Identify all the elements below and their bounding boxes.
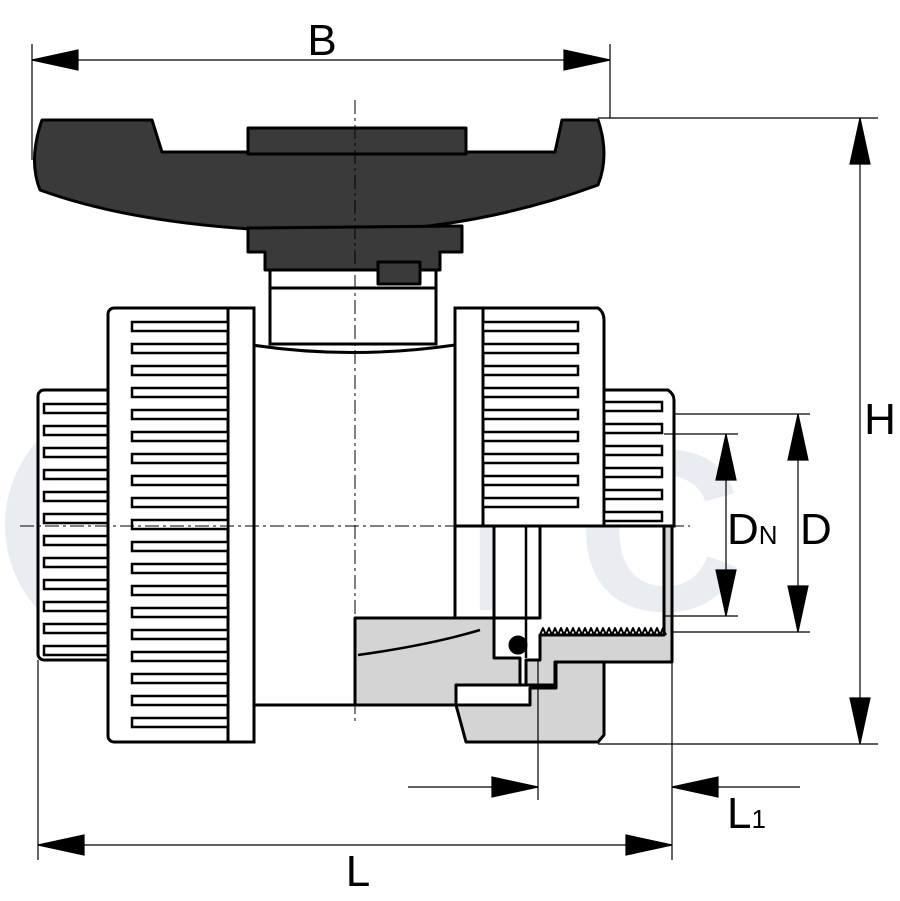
right-nut-rib-2 [481,364,580,377]
o-ring-icon [508,635,528,655]
label-dn-main: D [727,505,759,554]
right-nut-rib-3 [481,386,580,399]
left-nut-rib-2 [130,364,230,377]
left-nut-rib-17 [130,694,230,707]
left-nut-rib-8 [130,496,230,509]
left-nut-rib-13 [130,606,230,619]
label-dn: DN [727,505,778,554]
d-arrow-bottom-icon [787,585,809,633]
label-h: H [864,395,896,444]
dn-arrow-top-icon [715,433,737,481]
handle [32,118,606,292]
handle-hub [246,126,468,156]
left-union-nut [106,306,256,744]
extension-lines [31,44,878,860]
b-arrow-left-icon [31,49,79,71]
right-union-nut [453,306,606,528]
left-end-connector [36,388,116,662]
left-union-nut-collar [226,306,256,744]
h-arrow-top-icon [849,117,871,165]
dn-arrow-bottom-icon [715,569,737,617]
right-nut-rib-0 [481,320,580,333]
left-cap-rib-2 [42,446,110,459]
b-arrow-right-icon [563,49,611,71]
left-cap-rib-1 [42,424,110,437]
label-d: D [800,505,832,554]
left-nut-rib-12 [130,584,230,597]
right-cap-rib-1 [602,422,664,435]
stem-neck [268,286,438,346]
left-nut-rib-16 [130,672,230,685]
l-arrow-right-icon [625,834,673,856]
label-l1-main: L [727,789,751,838]
label-l1-sub: 1 [751,804,765,834]
left-cap-rib-8 [42,578,110,591]
left-nut-rib-1 [130,342,230,355]
left-nut-rib-14 [130,628,230,641]
right-end-cap-ribs [602,400,664,523]
left-nut-rib-4 [130,408,230,421]
label-l: L [346,847,370,896]
right-nut-rib-8 [481,496,580,509]
right-nut-rib-5 [481,430,580,443]
h-arrow-bottom-icon [849,697,871,745]
left-cap-rib-4 [42,490,110,503]
left-cap-rib-11 [42,644,110,657]
left-nut-rib-5 [130,430,230,443]
l-arrow-left-icon [37,834,85,856]
dimension-lines [31,49,871,856]
left-cap-rib-10 [42,622,110,635]
left-nut-rib-7 [130,474,230,487]
left-nut-rib-11 [130,562,230,575]
right-union-nut-collar [453,306,485,528]
label-dn-sub: N [759,520,778,550]
left-cap-rib-3 [42,468,110,481]
l1-arrow-left-icon [491,776,539,798]
label-l1: L1 [727,789,766,838]
left-union-nut-ribs [130,320,230,729]
section-nut [454,660,606,744]
left-cap-rib-5 [42,512,110,525]
ball-curve [357,628,481,657]
d-arrow-top-icon [787,413,809,461]
left-cap-rib-9 [42,600,110,613]
left-nut-rib-18 [130,716,230,729]
valve-body [250,286,457,707]
right-nut-rib-7 [481,474,580,487]
right-nut-rib-1 [481,342,580,355]
left-nut-rib-3 [130,386,230,399]
left-cap-rib-7 [42,556,110,569]
left-nut-rib-0 [130,320,230,333]
seat-cut [492,524,542,620]
right-cap-rib-3 [602,466,664,479]
section-view [353,524,674,744]
left-nut-rib-15 [130,650,230,663]
left-nut-rib-9 [130,518,230,531]
center-lines [20,100,690,725]
right-nut-rib-4 [481,408,580,421]
right-cap-rib-5 [602,510,664,523]
stem-nut [376,260,422,286]
left-cap-rib-0 [42,402,110,415]
left-cap-rib-6 [42,534,110,547]
dimension-labels: B H DN D L L1 [307,16,896,896]
handle-stem-block [246,224,464,272]
right-cap-rib-4 [602,488,664,501]
l1-arrow-right-icon [671,776,719,798]
right-nut-rib-6 [481,452,580,465]
right-union-nut-ribs [481,320,580,509]
right-cap-rib-2 [602,444,664,457]
right-cap-rib-0 [602,400,664,413]
label-b: B [307,16,336,65]
thread-teeth [539,627,667,636]
left-nut-rib-10 [130,540,230,553]
left-nut-rib-6 [130,452,230,465]
right-end-connector [602,388,676,528]
